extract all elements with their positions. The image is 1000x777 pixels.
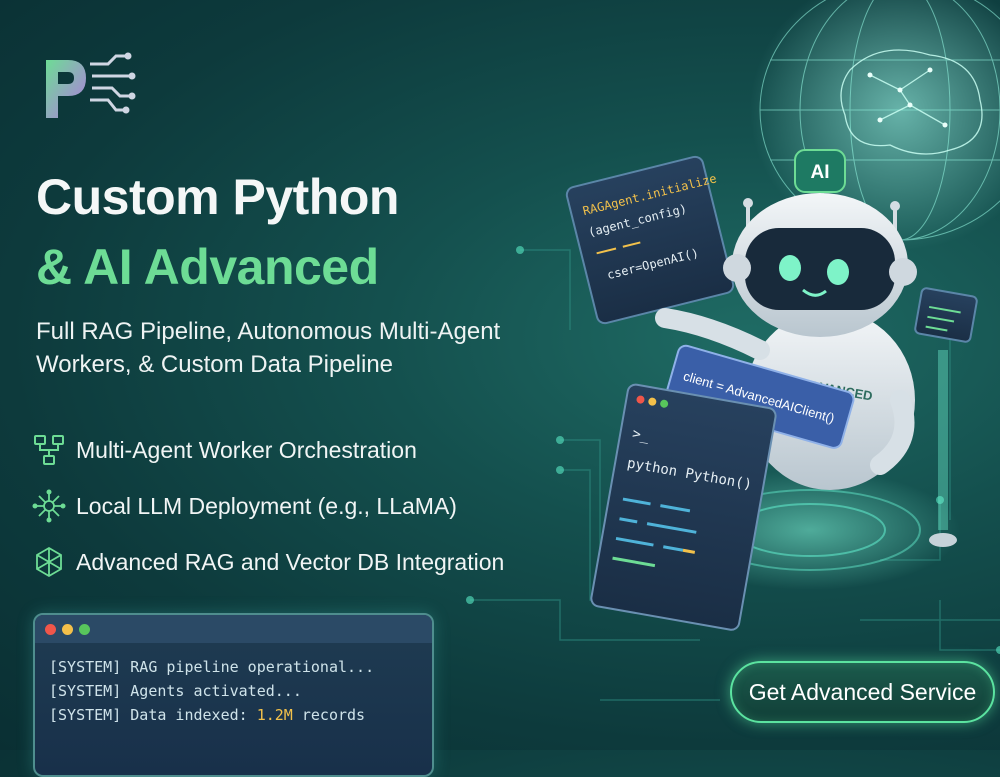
close-dot-icon bbox=[45, 623, 56, 635]
robot: AI ADVANCED bbox=[655, 149, 917, 490]
workflow-icon bbox=[34, 435, 64, 465]
feature-item: Multi-Agent Worker Orchestration bbox=[32, 422, 504, 478]
title-line-2: & AI Advanced bbox=[36, 239, 379, 295]
console-line: [SYSTEM] Data indexed: 1.2M records bbox=[49, 706, 366, 724]
brand-logo bbox=[46, 52, 136, 118]
system-console: [SYSTEM] RAG pipeline operational... [SY… bbox=[33, 613, 434, 777]
feature-label: Advanced RAG and Vector DB Integration bbox=[76, 548, 505, 575]
code-panel-top: RAGAgent.initialize (agent_config) cser=… bbox=[565, 155, 735, 325]
light-beam bbox=[929, 350, 957, 547]
vector-db-icon bbox=[36, 546, 62, 578]
python-terminal-panel: >_ python Python() bbox=[590, 383, 777, 631]
console-titlebar bbox=[35, 615, 432, 643]
neural-network-icon bbox=[32, 489, 66, 523]
feature-label: Multi-Agent Worker Orchestration bbox=[76, 436, 417, 463]
title-line-1: Custom Python bbox=[36, 169, 399, 225]
get-advanced-service-button[interactable]: Get Advanced Service bbox=[730, 661, 995, 723]
side-panel bbox=[914, 287, 978, 343]
feature-item: Advanced RAG and Vector DB Integration bbox=[32, 534, 504, 590]
feature-item: Local LLM Deployment (e.g., LLaMA) bbox=[32, 478, 504, 534]
svg-text:AI: AI bbox=[811, 162, 830, 183]
svg-text:>_: >_ bbox=[631, 426, 651, 445]
minimize-dot-icon bbox=[62, 623, 73, 635]
console-line: [SYSTEM] RAG pipeline operational... bbox=[49, 658, 375, 676]
maximize-dot-icon bbox=[79, 623, 90, 635]
feature-label: Local LLM Deployment (e.g., LLaMA) bbox=[76, 492, 457, 519]
subtitle: Full RAG Pipeline, Autonomous Multi-Agen… bbox=[36, 318, 501, 378]
console-line: [SYSTEM] Agents activated... bbox=[49, 682, 302, 700]
feature-list: Multi-Agent Worker Orchestration Local L… bbox=[32, 422, 504, 590]
ai-robot-illustration: RAGAgent.initialize (agent_config) cser=… bbox=[565, 0, 1000, 631]
